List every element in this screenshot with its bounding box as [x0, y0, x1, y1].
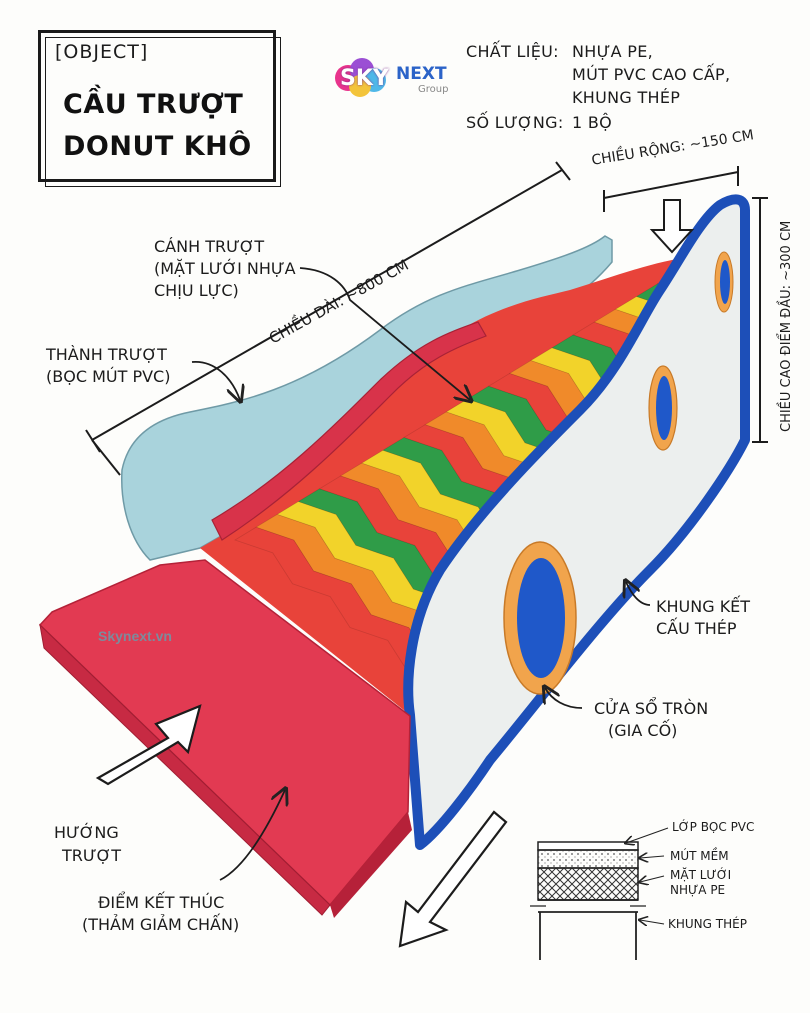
label-slide-surface-2: (MẶT LƯỚI NHỰA — [154, 259, 296, 278]
height-dimension-line — [752, 197, 768, 443]
cross-section-layer-1: LỚP BỌC PVC — [672, 820, 755, 834]
label-window-1: CỬA SỔ TRÒN — [594, 699, 709, 718]
red-rail — [211, 321, 487, 541]
title-box: [OBJECT] CẦU TRƯỢT DONUT KHÔ — [38, 30, 281, 187]
leader-end-point — [219, 790, 285, 881]
label-end-point-1: ĐIỂM KẾT THÚC — [98, 893, 225, 912]
watermark: Skynext.vn — [98, 628, 172, 644]
logo-next: NEXT — [396, 64, 447, 84]
leader-steel-frame — [626, 582, 651, 606]
height-dimension-label: CHIỀU CAO ĐIỂM ĐẦU: ~300 CM — [779, 220, 794, 432]
label-window-2: (GIA CỐ) — [608, 721, 678, 740]
label-slide-surface-1: CÁNH TRƯỢT — [154, 237, 265, 256]
brand-logo: SKY NEXT Group — [332, 52, 462, 108]
material-label: CHẤT LIỆU: — [466, 42, 559, 61]
label-steel-frame-2: CẤU THÉP — [656, 619, 737, 638]
label-direction-1: HƯỚNG — [54, 823, 119, 842]
cross-section-layer-2: MÚT MỀM — [670, 849, 729, 863]
label-side-wall-1: THÀNH TRƯỢT — [46, 345, 167, 364]
cross-section-layer-4: KHUNG THÉP — [668, 917, 747, 931]
cross-section-detail — [530, 827, 669, 960]
material-2: MÚT PVC CAO CẤP, — [572, 65, 731, 84]
leader-window — [545, 688, 583, 709]
logo-group: Group — [418, 84, 449, 95]
leader-side-wall — [191, 361, 240, 400]
material-3: KHUNG THÉP — [572, 88, 681, 107]
object-tag: [OBJECT] — [55, 41, 149, 63]
length-dimension-line — [85, 161, 571, 476]
round-window-large — [503, 541, 577, 695]
title-line-2: DONUT KHÔ — [63, 131, 252, 162]
width-dimension-line — [603, 166, 739, 212]
slide-direction-arrow-icon — [95, 704, 202, 786]
round-window-medium — [648, 365, 678, 451]
label-direction-2: TRƯỢT — [62, 846, 121, 865]
material-1: NHỰA PE, — [572, 42, 654, 61]
label-side-wall-2: (BỌC MÚT PVC) — [46, 367, 171, 386]
title-line-1: CẦU TRƯỢT — [63, 89, 244, 120]
entry-arrow-icon — [649, 199, 695, 254]
round-window-small — [714, 251, 734, 313]
cross-section-layer-3a: MẶT LƯỚI — [670, 868, 732, 882]
quantity-value: 1 BỘ — [572, 113, 613, 132]
front-side-wall — [403, 194, 750, 850]
label-slide-surface-3: CHỊU LỰC) — [154, 281, 239, 300]
exit-arrow-icon — [398, 810, 508, 948]
quantity-label: SỐ LƯỢNG: — [466, 113, 564, 132]
label-steel-frame-1: KHUNG KẾT — [656, 597, 751, 616]
logo-sky: SKY — [340, 66, 389, 91]
label-end-point-2: (THẢM GIẢM CHẤN) — [82, 915, 240, 934]
leader-slide-surface — [299, 267, 470, 400]
cross-section-layer-3b: NHỰA PE — [670, 883, 726, 897]
logo-balloons-icon — [335, 58, 386, 97]
